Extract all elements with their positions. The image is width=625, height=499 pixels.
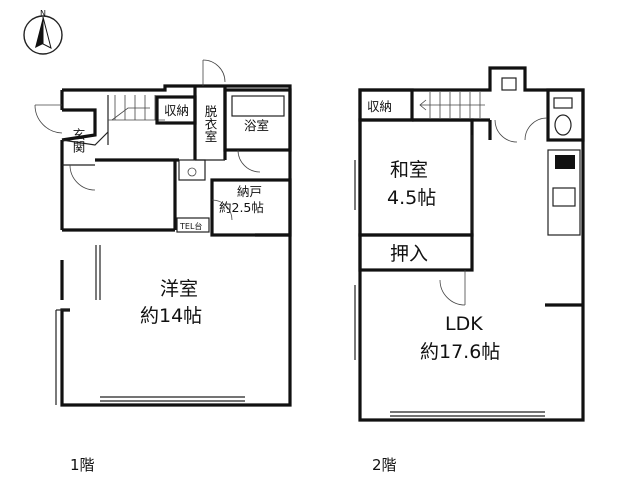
room-size-nando: 約2.5帖 [219,200,264,215]
room-size-western: 約14帖 [140,305,202,327]
room-label-nando: 納戸 [237,184,262,199]
room-label-washitsu: 和室 [390,159,428,181]
room-label-storage2: 収納 [367,99,392,114]
floor1-plan [34,59,292,407]
north-label: N [40,9,46,18]
room-label-bath: 浴室 [244,118,269,133]
room-size-washitsu: 4.5帖 [387,187,436,209]
floor-label-1: 1階 [70,456,95,474]
north-arrow-icon: N [23,9,63,55]
floor-label-2: 2階 [372,456,397,474]
room-label-western: 洋室 [160,278,198,300]
room-label-storage1: 収納 [164,103,189,118]
stairs-floor2 [419,92,485,118]
tel-stand-label: TEL台 [179,221,202,231]
room-label-oshiire: 押入 [390,243,428,265]
room-size-ldk: 約17.6帖 [420,341,500,363]
room-label-ldk: LDK [445,313,483,335]
room-label-genkan: 玄関 [71,127,86,154]
room-label-dressing: 脱衣室 [203,104,218,143]
floor2-plan [354,66,585,422]
